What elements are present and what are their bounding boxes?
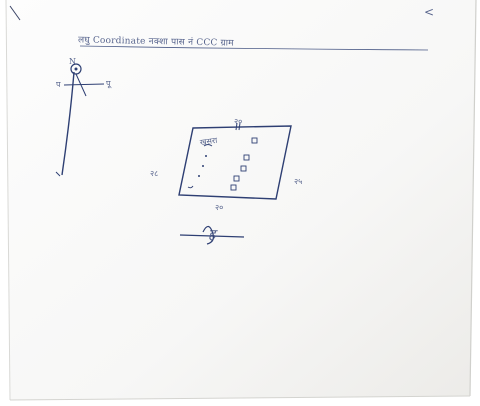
north-arrow-sketch — [55, 63, 105, 177]
plot-dot — [205, 155, 207, 157]
corner-mark: < — [424, 5, 435, 19]
plot-marker — [251, 137, 258, 144]
plot-marker — [233, 175, 240, 182]
bottom-dimension-label: २० — [215, 203, 224, 212]
signature-underline — [179, 234, 245, 238]
heading-underline — [79, 45, 429, 51]
meridian-tail-mark — [55, 171, 61, 177]
left-dimension-label: २८ — [150, 169, 159, 178]
top-tick-mark — [235, 122, 238, 131]
diagonal-stroke — [75, 73, 87, 97]
west-label: प — [56, 80, 61, 89]
north-arrow-dot — [74, 67, 78, 71]
plot-dot — [202, 165, 204, 167]
top-tick-mark-2 — [238, 122, 241, 131]
long-meridian-line — [61, 71, 75, 176]
paper-sheet — [6, 0, 476, 400]
plot-marker — [243, 154, 250, 161]
north-label: N — [69, 57, 76, 66]
signature: ह — [208, 227, 216, 243]
plot-dot — [198, 175, 200, 177]
paper-left-edge — [5, 0, 11, 401]
top-dimension-label: २० — [234, 117, 243, 126]
east-west-line — [63, 83, 105, 86]
plot-marker — [240, 165, 247, 172]
right-dimension-label: २५ — [294, 177, 303, 186]
top-left-corner-stroke — [9, 5, 21, 21]
plot-hook-mark — [187, 185, 194, 189]
paper-right-edge — [469, 0, 477, 397]
signature-stroke — [202, 225, 214, 245]
east-label: पू — [106, 79, 111, 88]
plot-boundary — [178, 125, 292, 200]
site-plan-sketch — [178, 122, 292, 200]
paper-bottom-edge — [9, 395, 471, 401]
plot-curve-mark — [203, 144, 213, 147]
plot-marker — [230, 184, 237, 191]
